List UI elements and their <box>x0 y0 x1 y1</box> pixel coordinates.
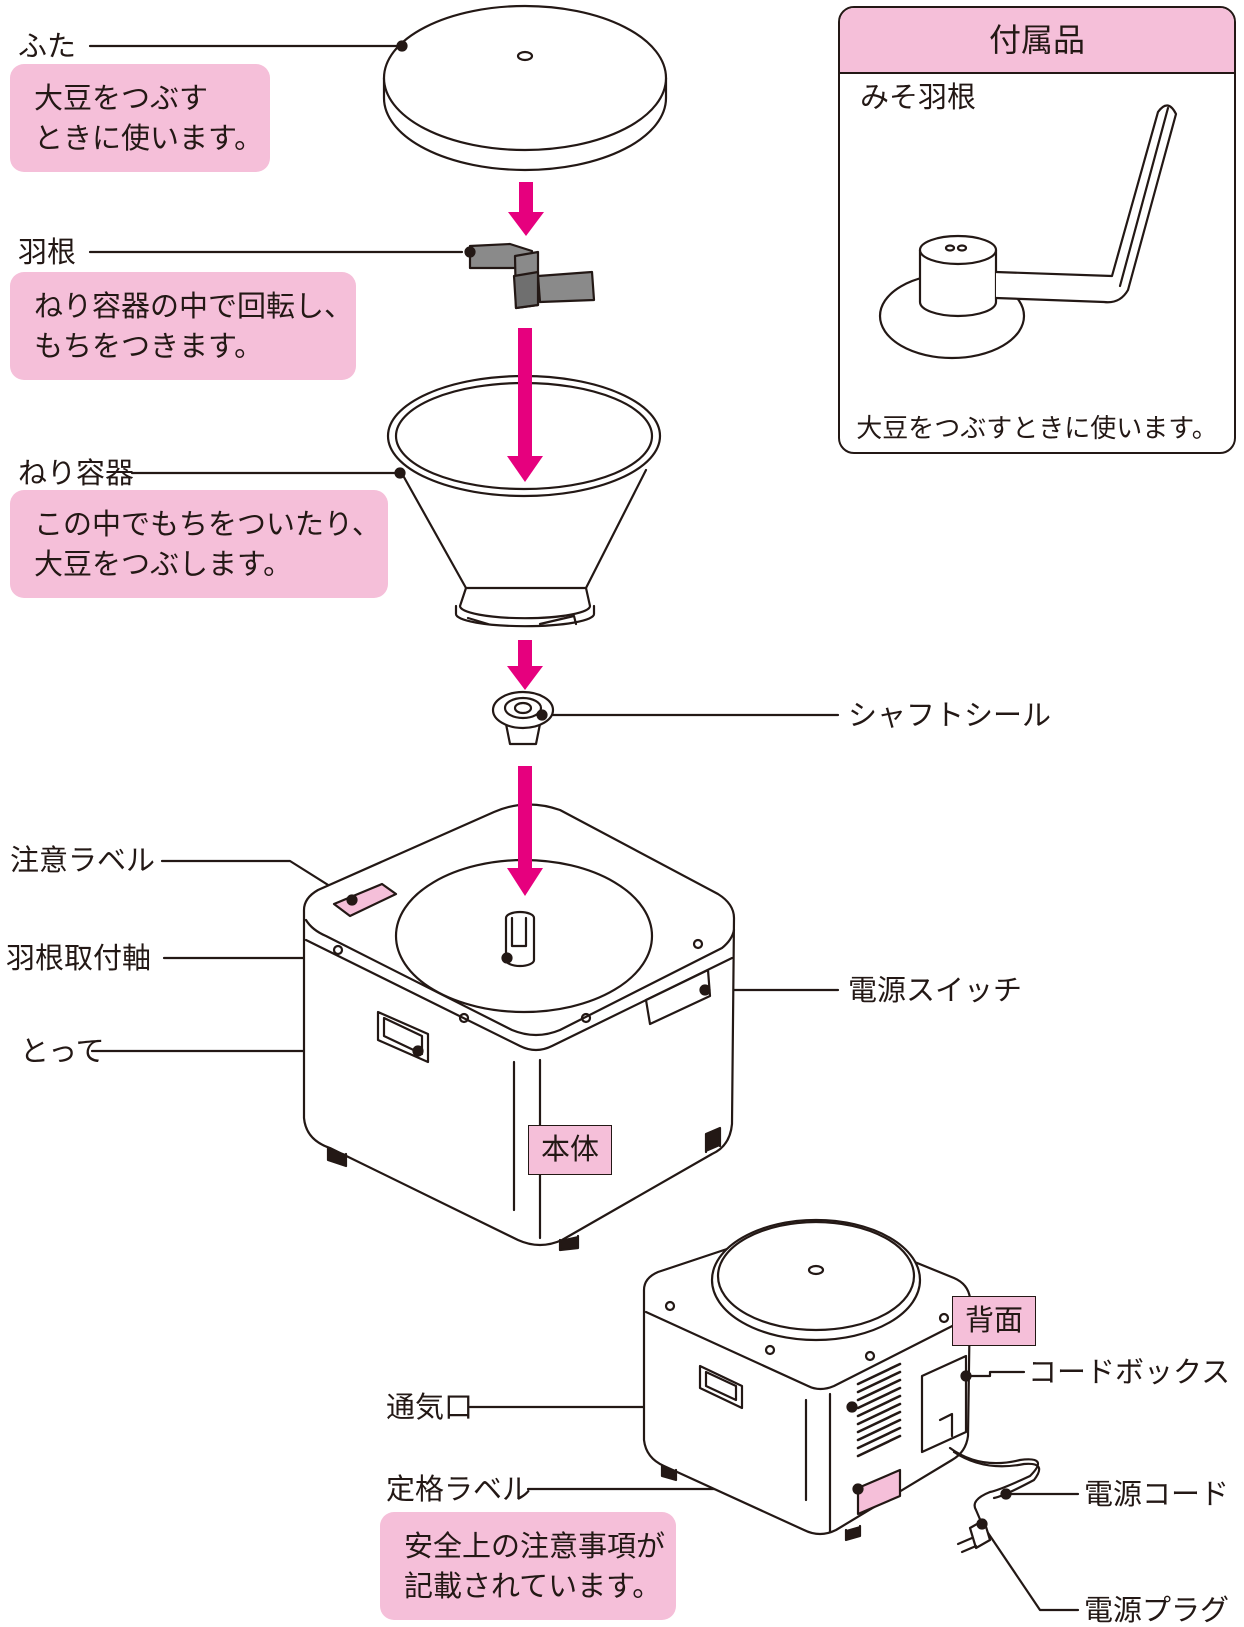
miso-blade-illustration <box>878 104 1178 360</box>
label-power-cord: 電源コード <box>1084 1477 1230 1511</box>
blade-illustration <box>464 242 596 310</box>
assembly-arrows <box>507 182 544 896</box>
accessory-box: 付属品 みそ羽根 大豆をつぶすときに使います。 <box>838 6 1236 454</box>
label-kneading-bowl: ねり容器 <box>18 456 135 490</box>
label-handle: とって <box>20 1034 105 1068</box>
label-blade: 羽根 <box>18 235 77 269</box>
lid-illustration <box>382 4 668 172</box>
note-blade-line-1: ねり容器の中で回転し、 <box>34 289 354 323</box>
label-rating: 定格ラベル <box>386 1472 532 1506</box>
main-body-illustration <box>302 803 736 1252</box>
note-blade: ねり容器の中で回転し、 もちをつきます。 <box>10 272 356 380</box>
note-bowl-line-1: この中でもちをついたり、 <box>34 507 381 541</box>
note-lid-line-1: 大豆をつぶす <box>34 81 209 115</box>
note-rating-line-2: 記載されています。 <box>404 1569 662 1603</box>
note-blade-line-2: もちをつきます。 <box>34 329 264 363</box>
label-blade-shaft: 羽根取付軸 <box>6 941 152 975</box>
label-power-plug: 電源プラグ <box>1084 1593 1230 1627</box>
tag-main-body: 本体 <box>528 1125 612 1175</box>
accessory-item-name: みそ羽根 <box>860 80 977 114</box>
label-vent: 通気口 <box>386 1390 474 1424</box>
label-lid: ふた <box>18 29 77 63</box>
label-caution: 注意ラベル <box>10 843 156 877</box>
shaft-seal-illustration <box>491 690 555 746</box>
note-rating: 安全上の注意事項が 記載されています。 <box>380 1512 676 1620</box>
note-rating-line-1: 安全上の注意事項が <box>404 1529 666 1563</box>
note-bowl: この中でもちをついたり、 大豆をつぶします。 <box>10 490 388 598</box>
label-power-switch: 電源スイッチ <box>848 973 1023 1007</box>
accessory-caption: 大豆をつぶすときに使います。 <box>856 414 1218 444</box>
label-cord-box: コードボックス <box>1028 1355 1231 1389</box>
tag-back: 背面 <box>952 1296 1036 1346</box>
back-view-illustration <box>642 1218 1041 1554</box>
note-lid: 大豆をつぶす ときに使います。 <box>10 64 270 172</box>
accessory-title: 付属品 <box>840 8 1234 74</box>
note-lid-line-2: ときに使います。 <box>34 121 264 155</box>
note-bowl-line-2: 大豆をつぶします。 <box>34 547 293 581</box>
label-shaft-seal: シャフトシール <box>848 698 1052 732</box>
